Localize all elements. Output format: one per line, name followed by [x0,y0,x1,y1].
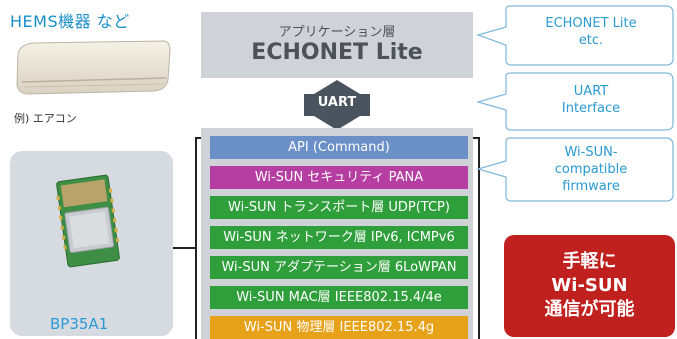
application-layer-subtitle: アプリケーション層 [278,25,396,40]
air-conditioner-caption: 例) エアコン [14,112,77,125]
callout-firmware [476,137,674,202]
callout-firmware-line3: firmware [562,179,620,194]
layer-security: Wi-SUN セキュリティ PANA [210,166,468,189]
badge-line2: Wi-SUN [551,275,628,296]
connector-line [173,247,195,249]
badge-line3: 通信が可能 [544,299,635,320]
callout-uart-line2: Interface [561,101,621,116]
layer-transport: Wi-SUN トランスポート層 UDP(TCP) [210,196,468,219]
module-label: BP35A1 [50,315,109,333]
callout-echonet-line2: etc. [578,33,604,48]
uart-label: UART [317,95,357,110]
layer-mac: Wi-SUN MAC層 IEEE802.15.4/4e [210,286,468,309]
uart-double-arrow-icon [304,80,370,130]
application-layer-box [201,12,473,78]
callout-echonet-text: ECHONET Lite etc. [506,15,676,49]
callout-firmware-line1: Wi-SUN- [564,145,618,160]
bracket-right-top [466,137,480,139]
callout-echonet-line1: ECHONET Lite [545,16,637,31]
application-layer-title: ECHONET Lite [251,40,423,65]
callout-uart-line1: UART [573,84,609,99]
bp35a1-module-image [56,174,120,268]
callout-echonet [476,5,674,66]
hems-devices-title: HEMS機器 など [10,12,130,31]
air-conditioner-image [16,40,171,95]
wisun-badge-text: 手軽に Wi-SUN 通信が可能 [504,250,675,322]
callout-uart [476,72,674,131]
bracket-left [195,137,197,339]
wisun-badge [504,235,675,337]
layer-physical: Wi-SUN 物理層 IEEE802.15.4g [210,316,468,339]
badge-line1: 手軽に [562,251,617,272]
layer-adaptation: Wi-SUN アダプテーション層 6LoWPAN [210,256,468,279]
bracket-right [478,137,480,339]
callout-firmware-text: Wi-SUN- compatible firmware [506,144,676,195]
layer-api: API (Command) [210,136,468,159]
layer-network: Wi-SUN ネットワーク層 IPv6, ICMPv6 [210,226,468,249]
callout-uart-text: UART Interface [506,83,676,117]
callout-firmware-line2: compatible [554,162,628,177]
